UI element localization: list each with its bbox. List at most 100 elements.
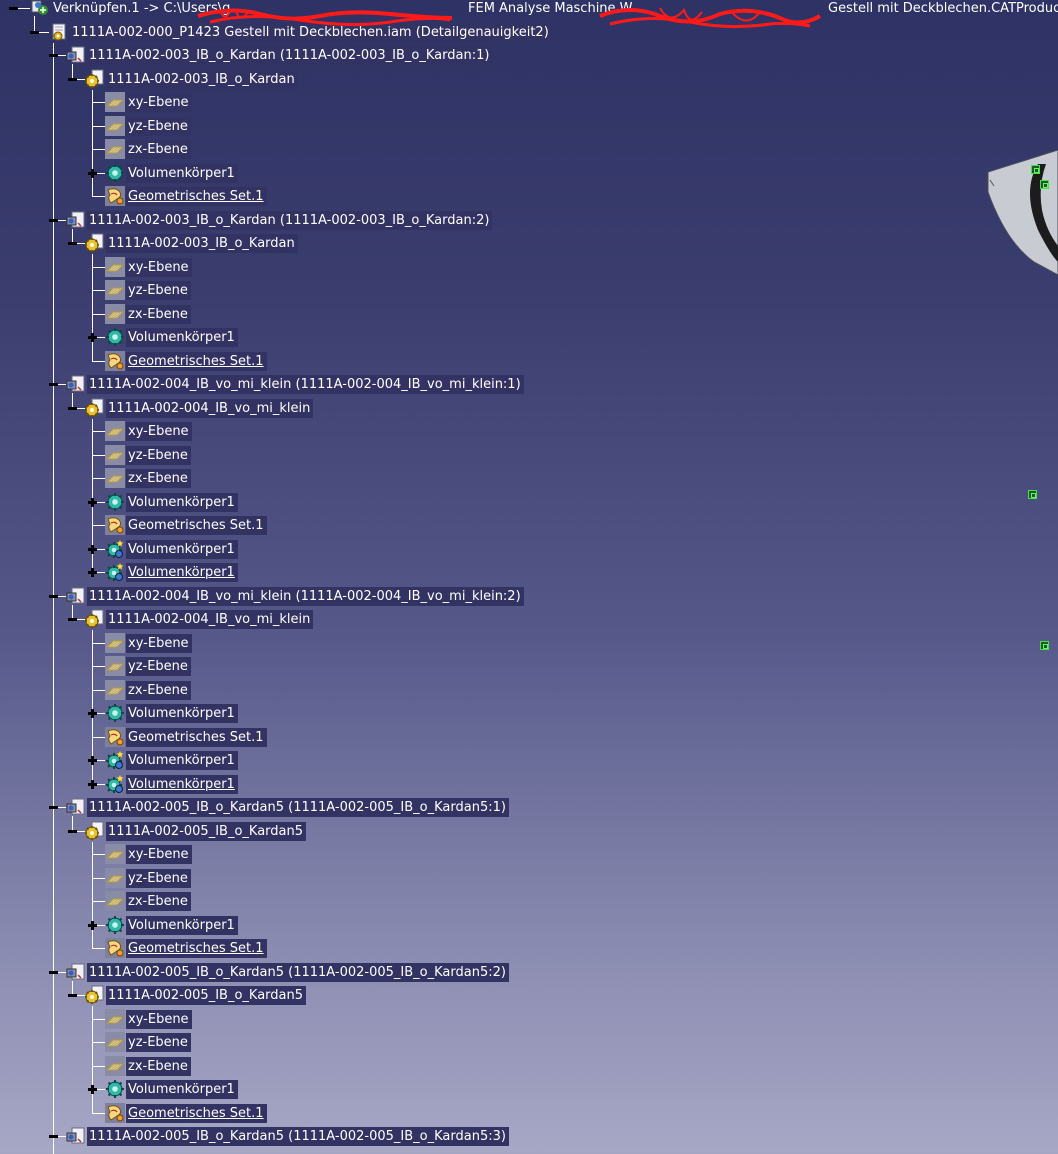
part-label[interactable]: 1111A-002-003_IB_o_Kardan — [106, 234, 298, 253]
geometrical-set-icon[interactable] — [105, 938, 125, 958]
plane-icon[interactable] — [105, 868, 125, 888]
plane-icon[interactable] — [105, 116, 125, 136]
child-label[interactable]: yz-Ebene — [126, 657, 191, 676]
part-gear-icon[interactable] — [85, 233, 105, 253]
geometrical-set-icon[interactable] — [105, 515, 125, 535]
collapse-minus-icon[interactable] — [68, 991, 77, 1000]
child-label[interactable]: Geometrisches Set.1 — [126, 352, 267, 371]
part-label[interactable]: 1111A-002-005_IB_o_Kardan5 — [106, 822, 307, 841]
product-icon[interactable] — [66, 45, 86, 65]
plane-icon[interactable] — [105, 139, 125, 159]
child-label[interactable]: Volumenkörper1 — [126, 751, 238, 770]
product-icon[interactable] — [66, 586, 86, 606]
expand-plus-icon[interactable] — [88, 498, 97, 507]
collapse-minus-icon[interactable] — [49, 968, 58, 977]
component-label[interactable]: 1111A-002-003_IB_o_Kardan (1111A-002-003… — [87, 46, 493, 65]
plane-icon[interactable] — [105, 844, 125, 864]
child-label[interactable]: yz-Ebene — [126, 869, 191, 888]
plane-icon[interactable] — [105, 257, 125, 277]
body-gear-icon[interactable] — [105, 1079, 125, 1099]
plane-icon[interactable] — [105, 445, 125, 465]
child-label[interactable]: Volumenkörper1 — [126, 328, 238, 347]
body-gear-icon[interactable] — [105, 327, 125, 347]
part-label[interactable]: 1111A-002-003_IB_o_Kardan — [106, 70, 298, 89]
component-label[interactable]: 1111A-002-004_IB_vo_mi_klein (1111A-002-… — [87, 375, 524, 394]
collapse-minus-icon[interactable] — [49, 592, 58, 601]
child-label[interactable]: Volumenkörper1 — [126, 493, 238, 512]
child-label[interactable]: yz-Ebene — [126, 281, 191, 300]
child-label[interactable]: xy-Ebene — [126, 1010, 192, 1029]
expand-plus-icon[interactable] — [88, 709, 97, 718]
body-gear-icon[interactable] — [105, 915, 125, 935]
expand-plus-icon[interactable] — [88, 921, 97, 930]
child-label[interactable]: zx-Ebene — [126, 469, 191, 488]
selection-handle[interactable] — [1031, 165, 1040, 174]
child-label[interactable]: Volumenkörper1 — [126, 1080, 238, 1099]
expand-plus-icon[interactable] — [88, 756, 97, 765]
child-label[interactable]: Volumenkörper1 — [126, 775, 238, 794]
plane-icon[interactable] — [105, 656, 125, 676]
component-label[interactable]: 1111A-002-005_IB_o_Kardan5 (1111A-002-00… — [87, 1127, 509, 1146]
child-label[interactable]: zx-Ebene — [126, 681, 191, 700]
geometrical-set-icon[interactable] — [105, 186, 125, 206]
body-gear-star-icon[interactable] — [105, 562, 125, 582]
plane-icon[interactable] — [105, 280, 125, 300]
part-gear-icon[interactable] — [85, 69, 105, 89]
child-label[interactable]: Volumenkörper1 — [126, 540, 238, 559]
geometrical-set-icon[interactable] — [105, 1103, 125, 1123]
child-label[interactable]: Geometrisches Set.1 — [126, 516, 267, 535]
part-gear-icon[interactable] — [85, 985, 105, 1005]
child-label[interactable]: yz-Ebene — [126, 446, 191, 465]
plane-icon[interactable] — [105, 468, 125, 488]
child-label[interactable]: Volumenkörper1 — [126, 916, 238, 935]
child-label[interactable]: Geometrisches Set.1 — [126, 187, 267, 206]
selection-handle[interactable] — [1040, 641, 1049, 650]
body-gear-star-icon[interactable] — [105, 774, 125, 794]
expand-plus-icon[interactable] — [88, 333, 97, 342]
collapse-minus-icon[interactable] — [49, 803, 58, 812]
collapse-minus-icon[interactable] — [9, 4, 18, 13]
expand-plus-icon[interactable] — [88, 169, 97, 178]
child-label[interactable]: Volumenkörper1 — [126, 704, 238, 723]
component-label[interactable]: 1111A-002-005_IB_o_Kardan5 (1111A-002-00… — [87, 798, 509, 817]
child-label[interactable]: xy-Ebene — [126, 634, 192, 653]
child-label[interactable]: Geometrisches Set.1 — [126, 1104, 267, 1123]
collapse-minus-icon[interactable] — [49, 380, 58, 389]
part-gear-icon[interactable] — [85, 398, 105, 418]
plane-icon[interactable] — [105, 1056, 125, 1076]
component-label[interactable]: 1111A-002-005_IB_o_Kardan5 (1111A-002-00… — [87, 963, 509, 982]
collapse-minus-icon[interactable] — [49, 1132, 58, 1141]
child-label[interactable]: Volumenkörper1 — [126, 164, 238, 183]
plane-icon[interactable] — [105, 1032, 125, 1052]
child-label[interactable]: yz-Ebene — [126, 117, 191, 136]
expand-plus-icon[interactable] — [88, 780, 97, 789]
body-gear-icon[interactable] — [105, 703, 125, 723]
plane-icon[interactable] — [105, 304, 125, 324]
plane-icon[interactable] — [105, 891, 125, 911]
collapse-minus-icon[interactable] — [68, 404, 77, 413]
part-gear-icon[interactable] — [85, 609, 105, 629]
child-label[interactable]: zx-Ebene — [126, 140, 191, 159]
expand-plus-icon[interactable] — [88, 568, 97, 577]
link-icon[interactable] — [30, 0, 50, 18]
child-label[interactable]: zx-Ebene — [126, 305, 191, 324]
body-gear-icon[interactable] — [105, 492, 125, 512]
part-label[interactable]: 1111A-002-005_IB_o_Kardan5 — [106, 986, 307, 1005]
child-label[interactable]: xy-Ebene — [126, 258, 192, 277]
collapse-minus-icon[interactable] — [68, 239, 77, 248]
plane-icon[interactable] — [105, 633, 125, 653]
expand-plus-icon[interactable] — [88, 545, 97, 554]
product-icon[interactable] — [66, 1126, 86, 1146]
collapse-minus-icon[interactable] — [49, 216, 58, 225]
child-label[interactable]: xy-Ebene — [126, 422, 192, 441]
plane-icon[interactable] — [105, 421, 125, 441]
child-label[interactable]: xy-Ebene — [126, 845, 192, 864]
product-icon[interactable] — [66, 797, 86, 817]
geometrical-set-icon[interactable] — [105, 351, 125, 371]
child-label[interactable]: Geometrisches Set.1 — [126, 728, 267, 747]
plane-icon[interactable] — [105, 92, 125, 112]
component-label[interactable]: 1111A-002-003_IB_o_Kardan (1111A-002-003… — [87, 211, 493, 230]
assembly-label[interactable]: 1111A-002-000_P1423 Gestell mit Deckblec… — [70, 23, 552, 42]
body-gear-star-icon[interactable] — [105, 750, 125, 770]
child-label[interactable]: zx-Ebene — [126, 1057, 191, 1076]
